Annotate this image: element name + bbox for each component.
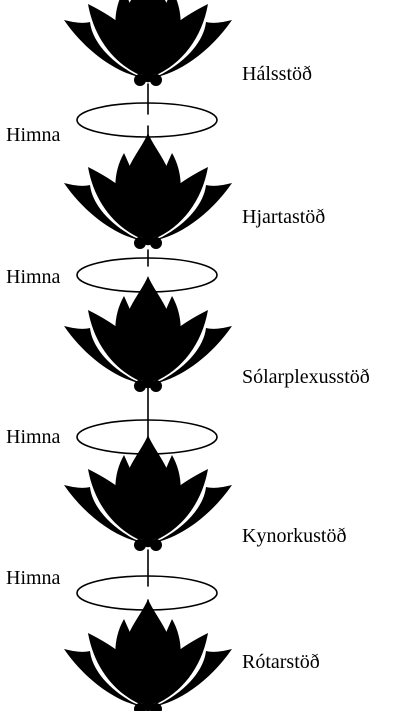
membrane-ellipse: [76, 257, 218, 293]
membrane-label: Himna: [6, 266, 61, 288]
membrane-ellipse: [76, 102, 218, 138]
chakra-label: Rótarstöð: [242, 651, 320, 673]
lotus-flower-heart: [64, 133, 232, 249]
lotus-flower-throat: [64, 0, 232, 86]
membrane-label: Himna: [6, 426, 61, 448]
lotus-flower-root: [64, 599, 232, 711]
membrane-ellipse: [76, 575, 218, 611]
lotus-flower-solar-plexus: [64, 276, 232, 392]
lotus-flower-sacral: [64, 435, 232, 551]
chakra-label: Kynorkustöð: [242, 525, 346, 547]
chakra-label: Hálsstöð: [242, 63, 312, 85]
membrane-label: Himna: [6, 124, 61, 146]
chakra-label: Sólarplexusstöð: [242, 366, 370, 388]
membrane-label: Himna: [6, 567, 61, 589]
chakra-label: Hjartastöð: [242, 206, 325, 228]
membrane-ellipse: [76, 419, 218, 455]
